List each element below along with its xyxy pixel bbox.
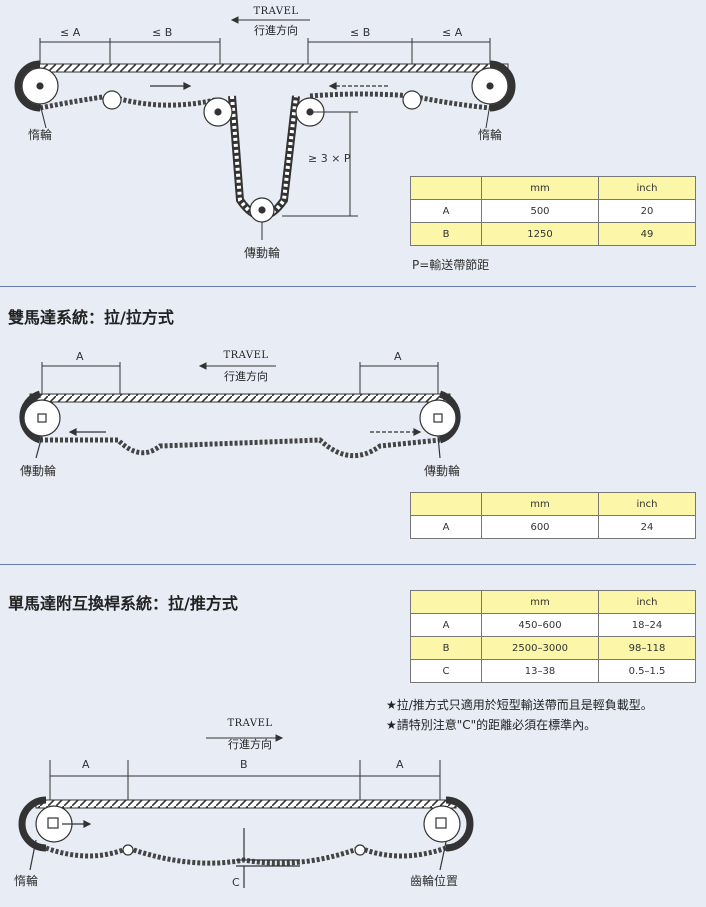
table-cell: 20 [598, 199, 696, 223]
dim-a-left-3: A [82, 758, 90, 771]
pitch-footnote: P=輸送帶節距 [412, 258, 490, 272]
travel-label: TRAVEL [253, 6, 299, 17]
table-cell: 18–24 [598, 613, 696, 637]
table-cell [410, 176, 482, 200]
table-cell: 0.5–1.5 [598, 659, 696, 683]
table-cell: 98–118 [598, 636, 696, 660]
table-row: mm inch [410, 492, 696, 516]
table-cell [410, 492, 482, 516]
idler-label-right: 惰輪 [478, 128, 503, 142]
table-3: mm inch A 450–600 18–24 B 2500–3000 98–1… [410, 590, 696, 683]
drive-label-left-2: 傳動輪 [20, 464, 57, 478]
table-cell: B [410, 222, 482, 246]
section-2-title: 雙馬達系統：拉/拉方式 [8, 308, 174, 327]
dim-a-left: ≤ A [60, 26, 81, 39]
table-row: A 500 20 [410, 199, 696, 223]
idler-label-3: 惰輪 [14, 874, 39, 888]
diagram-3-drawing [18, 734, 474, 888]
table-cell: 49 [598, 222, 696, 246]
section-3-title: 單馬達附互換桿系統：拉/推方式 [8, 594, 238, 613]
dim-a-right-2: A [394, 350, 402, 363]
table-row: C 13–38 0.5–1.5 [410, 659, 696, 683]
table-cell: inch [598, 492, 696, 516]
table-row: A 600 24 [410, 515, 696, 539]
table-row: B 1250 49 [410, 222, 696, 246]
diagram-1-drawing [14, 16, 516, 240]
table-cell: mm [481, 590, 599, 614]
travel-label-cn: 行進方向 [254, 24, 298, 37]
table-cell: 2500–3000 [481, 636, 599, 660]
table-cell: C [410, 659, 482, 683]
dim-a-right: ≤ A [442, 26, 463, 39]
table-cell: B [410, 636, 482, 660]
table-row: mm inch [410, 176, 696, 200]
note-1: ★拉/推方式只適用於短型輸送帶而且是輕負載型。 [386, 698, 653, 712]
sprocket-label-3: 齒輪位置 [410, 874, 459, 888]
dim-b-left: ≤ B [152, 26, 173, 39]
table-cell: 450–600 [481, 613, 599, 637]
divider [0, 286, 696, 287]
dim-a-left-2: A [76, 350, 84, 363]
table-cell: inch [598, 176, 696, 200]
table-cell: mm [481, 492, 599, 516]
travel-label-2: TRAVEL [223, 350, 269, 361]
dim-b-right: ≤ B [350, 26, 371, 39]
table-row: mm inch [410, 590, 696, 614]
drive-label-right-2: 傳動輪 [424, 464, 461, 478]
table-2: mm inch A 600 24 [410, 492, 696, 539]
drive-label: 傳動輪 [244, 246, 281, 260]
travel-label-cn-3: 行進方向 [228, 738, 272, 751]
table-cell: 600 [481, 515, 599, 539]
table-cell: 1250 [481, 222, 599, 246]
table-cell: 13–38 [481, 659, 599, 683]
dim-b-3: B [240, 758, 248, 771]
table-cell: inch [598, 590, 696, 614]
note-2: ★請特別注意"C"的距離必須在標準內。 [386, 718, 597, 732]
table-cell: mm [481, 176, 599, 200]
dim-a-right-3: A [396, 758, 404, 771]
travel-label-3: TRAVEL [227, 718, 273, 729]
table-cell: A [410, 613, 482, 637]
diagram-2-drawing [19, 362, 461, 459]
table-cell: 500 [481, 199, 599, 223]
dim-3p: ≥ 3 × P [308, 152, 351, 165]
table-cell [410, 590, 482, 614]
table-cell: 24 [598, 515, 696, 539]
table-cell: A [410, 199, 482, 223]
table-row: A 450–600 18–24 [410, 613, 696, 637]
dim-c-3: C [232, 876, 240, 889]
table-cell: A [410, 515, 482, 539]
table-1: mm inch A 500 20 B 1250 49 [410, 176, 696, 246]
idler-label-left: 惰輪 [28, 128, 53, 142]
divider [0, 564, 696, 565]
table-row: B 2500–3000 98–118 [410, 636, 696, 660]
travel-label-cn-2: 行進方向 [224, 370, 268, 383]
